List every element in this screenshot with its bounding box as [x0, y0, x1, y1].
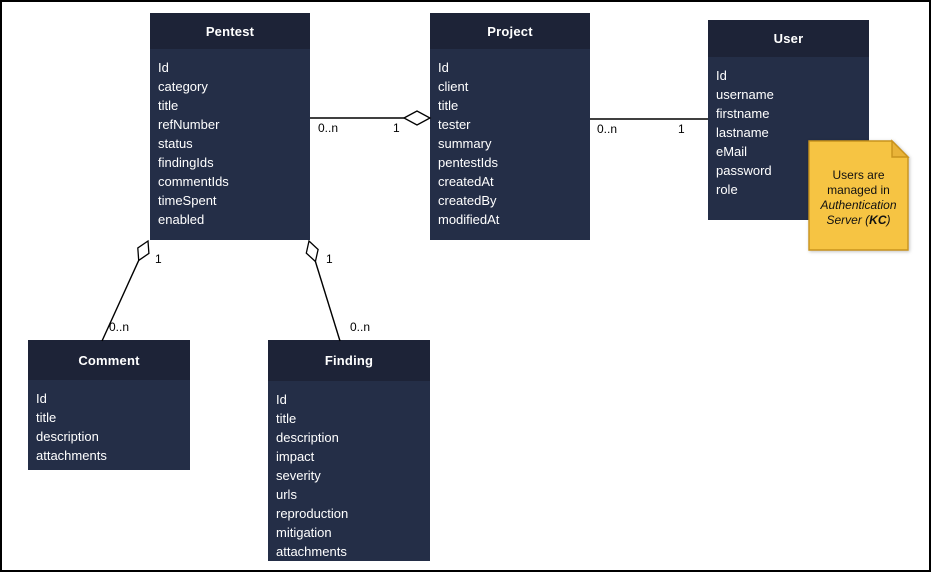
note-line-2: managed in — [827, 183, 890, 197]
entity-project-title: Project — [430, 13, 590, 49]
entity-field: password — [716, 163, 772, 178]
entity-field: createdBy — [438, 193, 497, 208]
entity-field: refNumber — [158, 117, 220, 132]
sticky-note-text: Users are managed in Authentication Serv… — [810, 152, 907, 244]
entity-field: summary — [438, 136, 492, 151]
entity-field: description — [276, 430, 339, 445]
entity-user-title: User — [708, 20, 869, 57]
entity-field: urls — [276, 487, 297, 502]
entity-field: timeSpent — [158, 193, 217, 208]
connector-pentest-finding — [305, 239, 341, 342]
note-kc-bold: KC — [869, 213, 887, 227]
entity-field: createdAt — [438, 174, 494, 189]
entity-field: attachments — [36, 448, 107, 463]
entity-field: pentestIds — [438, 155, 498, 170]
note-line-1: Users are — [832, 168, 885, 182]
entity-field: mitigation — [276, 525, 332, 540]
aggregation-diamond — [137, 239, 150, 262]
multiplicity-label: 1 — [155, 252, 162, 266]
entity-field: Id — [716, 68, 727, 83]
entity-field: lastname — [716, 125, 769, 140]
multiplicity-label: 1 — [326, 252, 333, 266]
entity-field: Id — [158, 60, 169, 75]
entity-field: findingIds — [158, 155, 214, 170]
entity-field: impact — [276, 449, 315, 464]
entity-field: eMail — [716, 144, 748, 159]
entity-field: category — [158, 79, 208, 94]
entity-field: severity — [276, 468, 321, 483]
entity-field: reproduction — [276, 506, 349, 521]
entity-comment-title: Comment — [28, 340, 190, 380]
multiplicity-label: 0..n — [597, 122, 618, 136]
entity-field: firstname — [716, 106, 770, 121]
entity-field: commentIds — [158, 174, 229, 189]
entity-field: Id — [438, 60, 449, 75]
entity-comment-fields: Id title description attachments — [28, 380, 190, 470]
entity-comment: Comment Id title description attachments — [28, 340, 190, 470]
entity-field: status — [158, 136, 193, 151]
entity-field: attachments — [276, 544, 347, 559]
entity-field: client — [438, 79, 469, 94]
note-line-4: Server (KC) — [826, 213, 891, 227]
entity-finding-fields: Id title description impact severity urls repr… — [268, 381, 430, 561]
aggregation-diamond — [402, 110, 432, 126]
entity-field: username — [716, 87, 774, 102]
entity-pentest-title: Pentest — [150, 13, 310, 49]
entity-finding: Finding Id title description impact severity… — [268, 340, 430, 561]
entity-field: description — [36, 429, 99, 444]
entity-field: modifiedAt — [438, 212, 500, 227]
entity-field: title — [158, 98, 179, 113]
entity-field: Id — [276, 392, 287, 407]
entity-field: title — [438, 98, 459, 113]
entity-field: title — [276, 411, 297, 426]
multiplicity-label: 1 — [393, 121, 400, 135]
aggregation-diamond — [305, 239, 319, 263]
entity-field: role — [716, 182, 738, 197]
multiplicity-label: 1 — [678, 122, 685, 136]
entity-finding-title: Finding — [268, 340, 430, 381]
entity-project-fields: Id client title tester summary pentestIds crea… — [430, 49, 590, 240]
entity-field: enabled — [158, 212, 205, 227]
entity-project: Project Id client title tester summary pentes… — [430, 13, 590, 240]
multiplicity-label: 0..n — [318, 121, 339, 135]
entity-field: tester — [438, 117, 471, 132]
entity-field: Id — [36, 391, 47, 406]
entity-pentest: Pentest Id category title refNumber status fi… — [150, 13, 310, 240]
entity-field: title — [36, 410, 57, 425]
multiplicity-label: 0..n — [109, 320, 130, 334]
note-line-3: Authentication — [820, 198, 897, 212]
multiplicity-label: 0..n — [350, 320, 371, 334]
entity-pentest-fields: Id category title refNumber status findingIds… — [150, 49, 310, 240]
